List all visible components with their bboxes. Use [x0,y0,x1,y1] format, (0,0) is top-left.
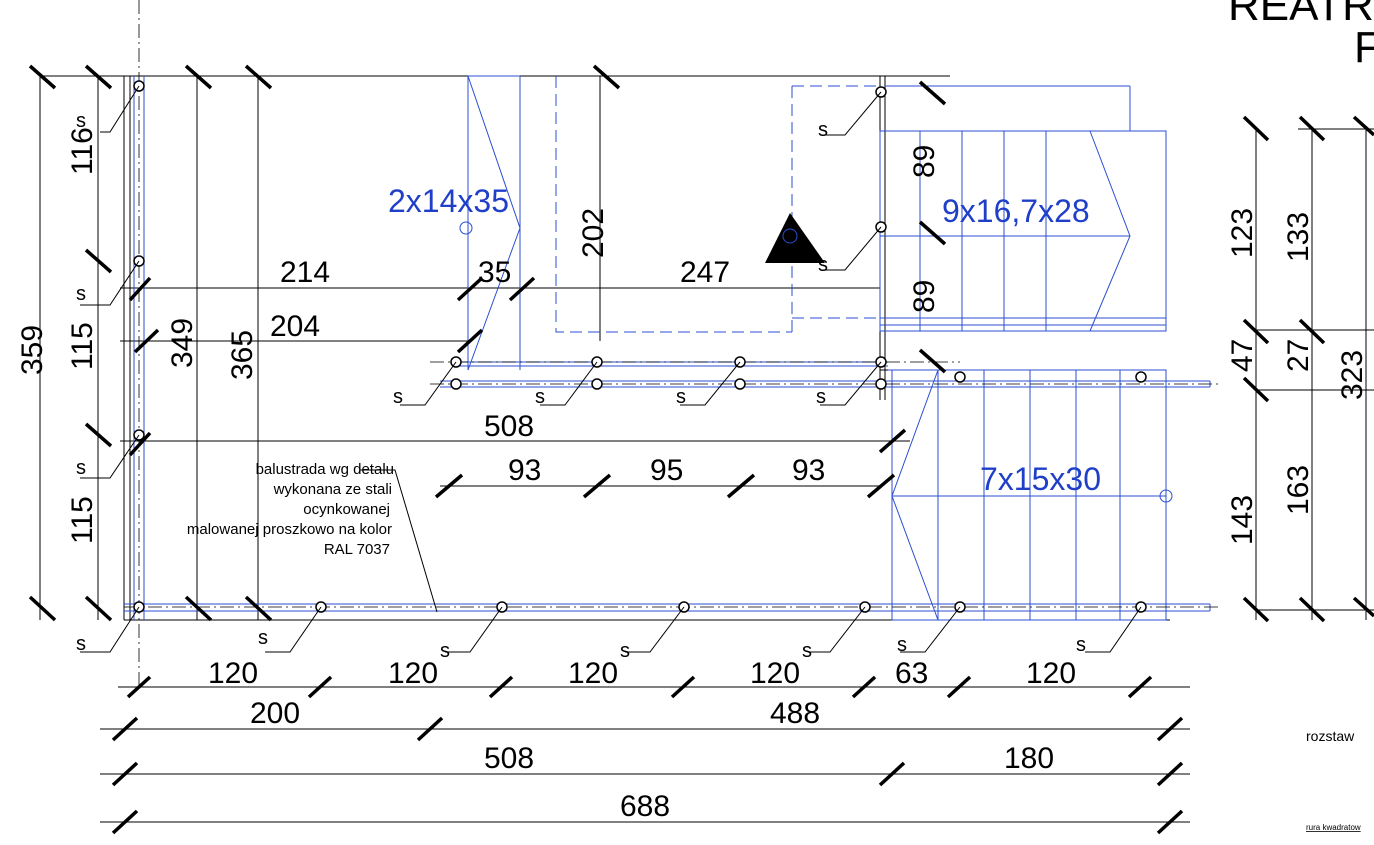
post-label: s [897,634,907,656]
post-labels: s s s s s s s s s s s s s s s s [76,110,1086,662]
post-label: s [818,254,828,276]
stair-label: 2x14x35 [388,183,509,219]
post-label: s [816,386,826,408]
dim-bottom-120: 120 [388,657,438,690]
post-label: s [76,457,86,479]
dim-left-115b: 115 [66,496,99,544]
post-label: s [76,633,86,655]
note-line: RAL 7037 [324,541,390,558]
post-label: s [676,386,686,408]
dim-left-116: 116 [66,127,99,175]
level-marker-icon [765,213,825,263]
dim-bottom-120: 120 [750,657,800,690]
post-label: s [440,640,450,662]
dim-left-349: 349 [166,318,199,368]
dim-right-47: 47 [1226,339,1259,372]
dim-180: 180 [1004,742,1054,775]
dimension-texts: 116 115 115 359 349 365 214 35 247 204 2… [16,127,1369,823]
railing-note: balustrada wg detalu wykonana ze stali o… [187,461,394,558]
floor-outline [39,75,1170,621]
dim-202: 202 [577,208,610,258]
dimension-ticks [28,64,1374,835]
dim-bottom-120: 120 [1026,657,1076,690]
dim-247: 247 [680,256,730,289]
dim-right-27: 27 [1282,339,1315,372]
dim-bottom-63: 63 [895,657,928,690]
post-leaders [80,85,1142,653]
post-label: s [258,627,268,649]
post-label: s [393,386,403,408]
post-label: s [620,640,630,662]
post-label: s [1076,634,1086,656]
level-marker-circle [782,228,798,244]
rura-label: rura kwadratow [1306,823,1361,832]
dim-left-359: 359 [16,325,49,375]
dim-214: 214 [280,256,330,289]
post-label: s [76,110,86,132]
dim-35: 35 [478,256,511,289]
stair-label: 7x15x30 [980,461,1101,497]
stair-structure [124,75,1211,621]
title-fragment-line1: REATR [1228,0,1374,30]
dim-89a: 89 [908,145,941,178]
bottom-dim-lines [100,128,1374,823]
dim-right-123: 123 [1226,208,1259,258]
note-line: malowanej proszkowo na kolor [187,521,392,538]
dim-508-mid: 508 [484,410,534,443]
dim-bottom-120: 120 [568,657,618,690]
dim-688: 688 [620,790,670,823]
note-line: wykonana ze stali [273,481,392,498]
title-fragment-line2: F [1354,23,1374,72]
post-label: s [76,283,86,305]
rozstaw-label: rozstaw [1306,728,1355,744]
dim-95: 95 [650,454,683,487]
post-label: s [535,386,545,408]
dim-left-365: 365 [226,330,259,380]
dim-488: 488 [770,697,820,730]
dim-right-323: 323 [1336,350,1369,400]
dim-508-bottom: 508 [484,742,534,775]
post-label: s [818,119,828,141]
dim-right-163: 163 [1282,465,1315,515]
dim-bottom-120: 120 [208,657,258,690]
note-line: balustrada wg detalu [256,461,394,478]
dim-93b: 93 [792,454,825,487]
dim-right-133: 133 [1282,212,1315,262]
dim-204: 204 [270,310,320,343]
dim-left-115a: 115 [66,322,99,370]
dim-right-143: 143 [1226,495,1259,545]
dim-89b: 89 [908,280,941,313]
dim-93a: 93 [508,454,541,487]
post-label: s [802,640,812,662]
note-line: ocynkowanej [303,501,390,518]
stair-label: 9x16,7x28 [942,193,1090,229]
dim-200: 200 [250,697,300,730]
